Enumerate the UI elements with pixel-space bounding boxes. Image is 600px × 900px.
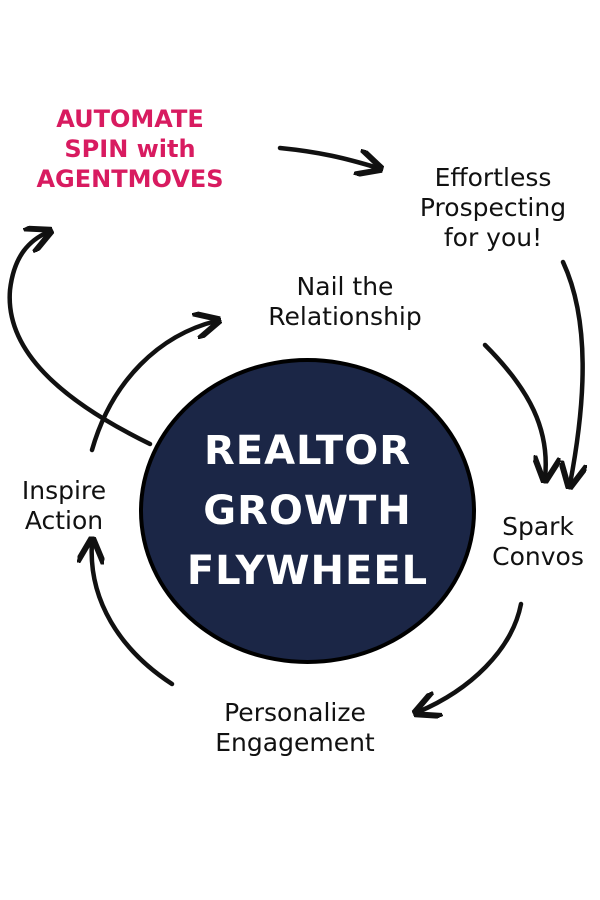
automate-callout: AUTOMATE SPIN with AGENTMOVES	[20, 104, 240, 194]
arrow-effortless-to-spark	[563, 259, 583, 484]
step-effortless-line-2: Prospecting	[419, 193, 567, 222]
step-effortless-line-3: for you!	[443, 223, 543, 252]
step-personalize-line-2: Engagement	[215, 728, 375, 757]
hub-line-2: GROWTH	[203, 488, 412, 534]
arrow-personalize-to-inspire	[92, 542, 175, 687]
callout-line-1: AUTOMATE	[56, 105, 204, 133]
hub-line-1: REALTOR	[203, 428, 412, 474]
step-nail-line-1: Nail the	[296, 272, 394, 301]
step-spark-line-1: Spark	[502, 512, 574, 541]
arrow-spark-to-personalize	[418, 601, 524, 712]
step-spark-line-2: Convos	[492, 542, 584, 571]
flywheel-hub: REALTOR GROWTH FLYWHEEL	[139, 358, 476, 664]
step-effortless-line-1: Effortless	[434, 163, 552, 192]
callout-line-3: AGENTMOVES	[36, 165, 224, 193]
step-inspire-action: Inspire Action	[4, 476, 124, 536]
arrow-loop-to-callout	[7, 232, 153, 447]
callout-line-2: SPIN with	[64, 135, 196, 163]
step-nail-relationship: Nail the Relationship	[230, 272, 460, 332]
step-nail-line-2: Relationship	[268, 302, 422, 331]
arrow-nail-to-spark	[482, 342, 546, 478]
arrow-callout-to-effortless	[277, 145, 378, 168]
hub-line-3: FLYWHEEL	[186, 548, 429, 594]
step-personalize-line-1: Personalize	[224, 698, 366, 727]
step-personalize-engagement: Personalize Engagement	[180, 698, 410, 758]
arrow-inspire-to-nail	[89, 321, 216, 453]
step-inspire-line-1: Inspire	[21, 476, 107, 505]
step-inspire-line-2: Action	[24, 506, 104, 535]
step-spark-convos: Spark Convos	[476, 512, 600, 572]
step-effortless-prospecting: Effortless Prospecting for you!	[388, 163, 598, 253]
